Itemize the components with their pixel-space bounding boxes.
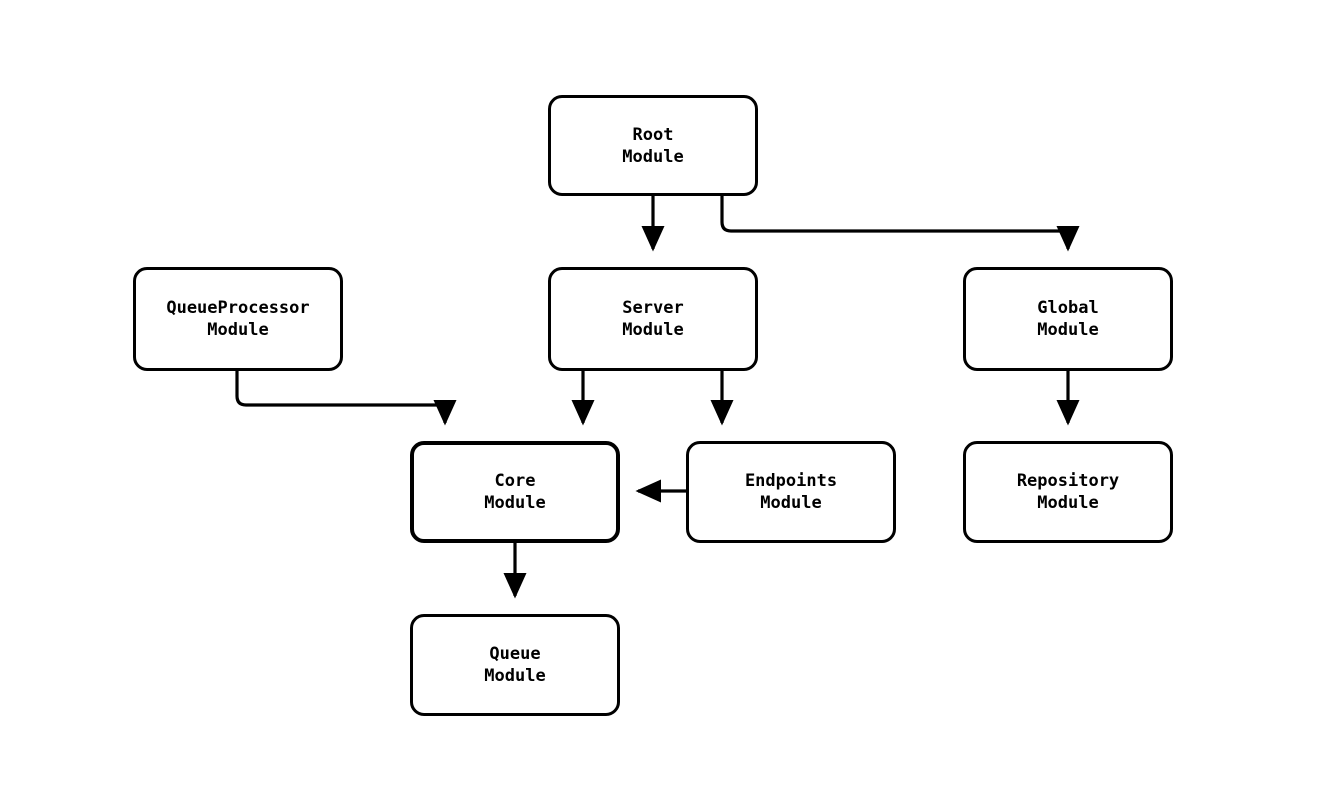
node-queueprocessor-module[interactable]: QueueProcessor Module — [133, 267, 343, 371]
edge-queueprocessor-to-core — [235, 371, 457, 426]
node-label-root-module: Root Module — [622, 124, 684, 167]
node-global-module[interactable]: Global Module — [963, 267, 1173, 371]
node-endpoints-module[interactable]: Endpoints Module — [686, 441, 896, 543]
node-label-global-module: Global Module — [1037, 298, 1099, 340]
node-label-queue-module: Queue Module — [484, 644, 546, 686]
node-label-endpoints-module: Endpoints Module — [744, 471, 838, 513]
node-label-queueprocessor-module: QueueProcessor Module — [166, 298, 310, 340]
node-server-module[interactable]: Server Module — [548, 267, 758, 371]
node-core-module[interactable]: Core Module — [410, 441, 620, 543]
node-queue-module[interactable]: Queue Module — [410, 614, 620, 716]
node-root-module[interactable]: Root Module — [548, 95, 758, 196]
node-repository-module[interactable]: Repository Module — [963, 441, 1173, 543]
node-label-core-module: Core Module — [484, 471, 546, 513]
node-label-repository-module: Repository Module — [1016, 471, 1120, 513]
node-label-server-module: Server Module — [622, 298, 684, 340]
edge-root-to-global — [720, 196, 1080, 252]
